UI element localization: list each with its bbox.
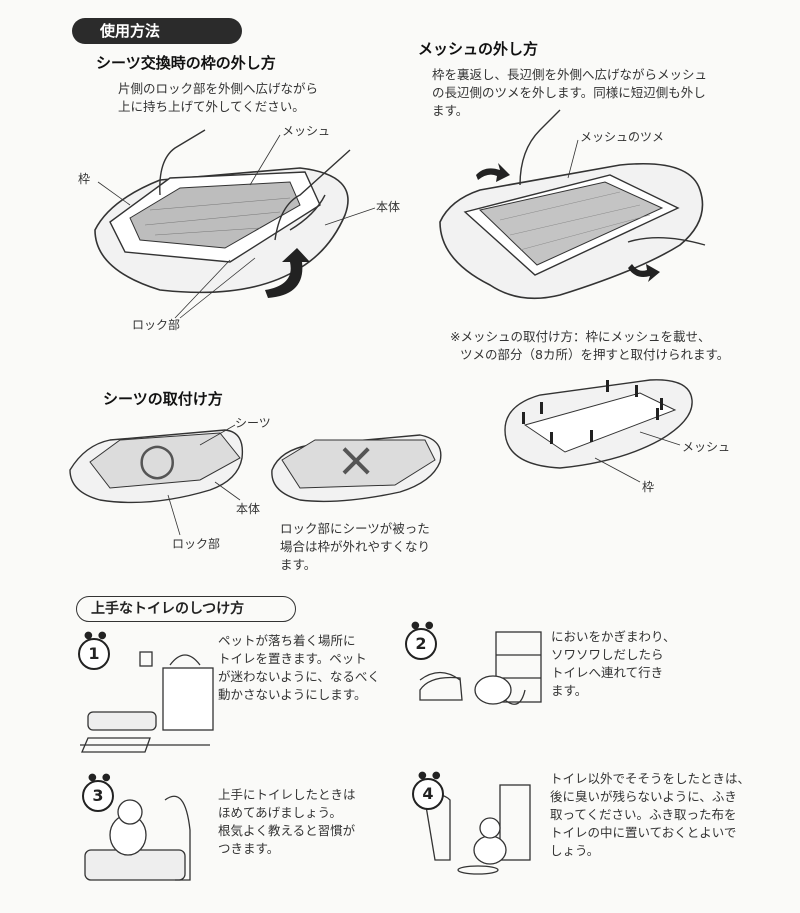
- label-frame-2: 枠: [642, 480, 655, 494]
- step-number-2: 2: [405, 628, 437, 660]
- step-1: ● ● 1: [78, 630, 110, 670]
- paw-icon: ● ●: [411, 620, 435, 631]
- label-body-2: 本体: [236, 502, 261, 516]
- step-3-text: 上手にトイレしたときは ほめてあげましょう。 根気よく教えると習慣が つきます。: [218, 787, 356, 856]
- step-number-4: 4: [412, 778, 444, 810]
- label-mesh-2: メッシュ: [682, 440, 731, 454]
- section-tag-usage: 使用方法: [72, 18, 242, 44]
- sheet-attach-title: シーツの取付け方: [103, 390, 223, 408]
- sheet-change-text: 片側のロック部を外側へ広げながら 上に持ち上げて外してください。: [118, 81, 319, 114]
- step-2-text: においをかぎまわり、 ソワソワしだしたら トイレへ連れて行き ます。: [551, 629, 676, 698]
- label-frame: 枠: [78, 172, 91, 186]
- paw-icon: ● ●: [84, 630, 108, 641]
- label-lock: ロック部: [132, 318, 181, 332]
- step-number-3: 3: [82, 780, 114, 812]
- section-tag-training: 上手なトイレのしつけ方: [76, 596, 296, 622]
- sheet-warning-text: ロック部にシーツが被った 場合は枠が外れやすくなり ます。: [280, 521, 431, 572]
- mesh-remove-text: 枠を裏返し、長辺側を外側へ広げながらメッシュ の長辺側のツメを外します。同様に短…: [432, 67, 708, 118]
- label-mesh: メッシュ: [282, 124, 331, 138]
- mesh-attach-note: ※メッシュの取付け方：枠にメッシュを載せ、 ツメの部分（8カ所）を押すと取付けら…: [450, 329, 730, 362]
- label-body: 本体: [376, 200, 401, 214]
- step-4-text: トイレ以外でそそうをしたときは、 後に臭いが残らないように、ふき 取ってください…: [550, 771, 751, 858]
- sheet-change-title: シーツ交換時の枠の外し方: [96, 54, 276, 72]
- step-number-1: 1: [78, 638, 110, 670]
- step-1-text: ペットが落ち着く場所に トイレを置きます。ペット が迷わないように、なるべく 動…: [218, 633, 380, 702]
- label-mesh-claw: メッシュのツメ: [580, 130, 665, 144]
- label-lock-2: ロック部: [172, 537, 221, 551]
- ok-mark: ○: [138, 434, 177, 485]
- ng-mark: ×: [336, 432, 377, 488]
- step-3: ● ● 3: [82, 772, 114, 812]
- step-4: ● ● 4: [412, 770, 444, 810]
- step-2: ● ● 2: [405, 620, 437, 660]
- mesh-remove-title: メッシュの外し方: [418, 40, 539, 58]
- paw-icon: ● ●: [88, 772, 112, 783]
- label-sheet: シーツ: [235, 416, 271, 430]
- paw-icon: ● ●: [418, 770, 442, 781]
